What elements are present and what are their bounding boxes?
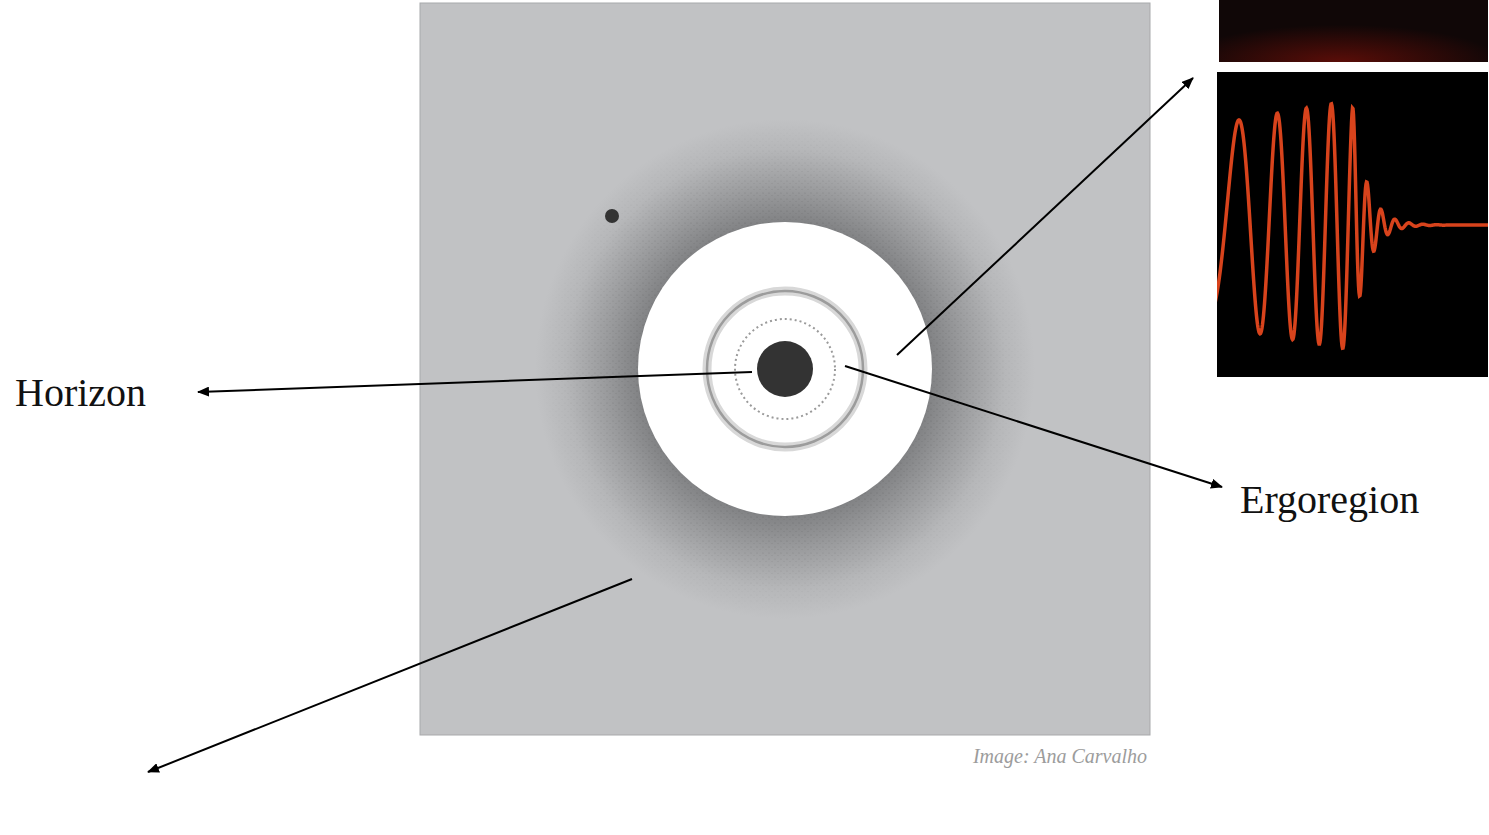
dotted-ring [735, 319, 835, 419]
ring-shadow [707, 291, 863, 447]
boson-cloud [535, 119, 1035, 619]
background-square [420, 3, 1150, 735]
leader-arrow [897, 78, 1193, 355]
leader-arrow [198, 372, 752, 392]
horizon-label: Horizon [15, 371, 146, 415]
leader-arrow [845, 366, 1222, 487]
inner-disc [638, 222, 932, 516]
image-credit: Image: Ana Carvalho [973, 745, 1147, 767]
top-panel [1219, 0, 1488, 62]
orbiting-body [605, 209, 619, 223]
ergoregion-label: Ergoregion [1240, 478, 1419, 522]
horizon-disc [757, 341, 813, 397]
leader-arrow [148, 579, 632, 772]
gravitational-waveform [1217, 104, 1488, 348]
cloud-stipple [540, 124, 1030, 614]
ergoregion-ring [707, 291, 863, 447]
